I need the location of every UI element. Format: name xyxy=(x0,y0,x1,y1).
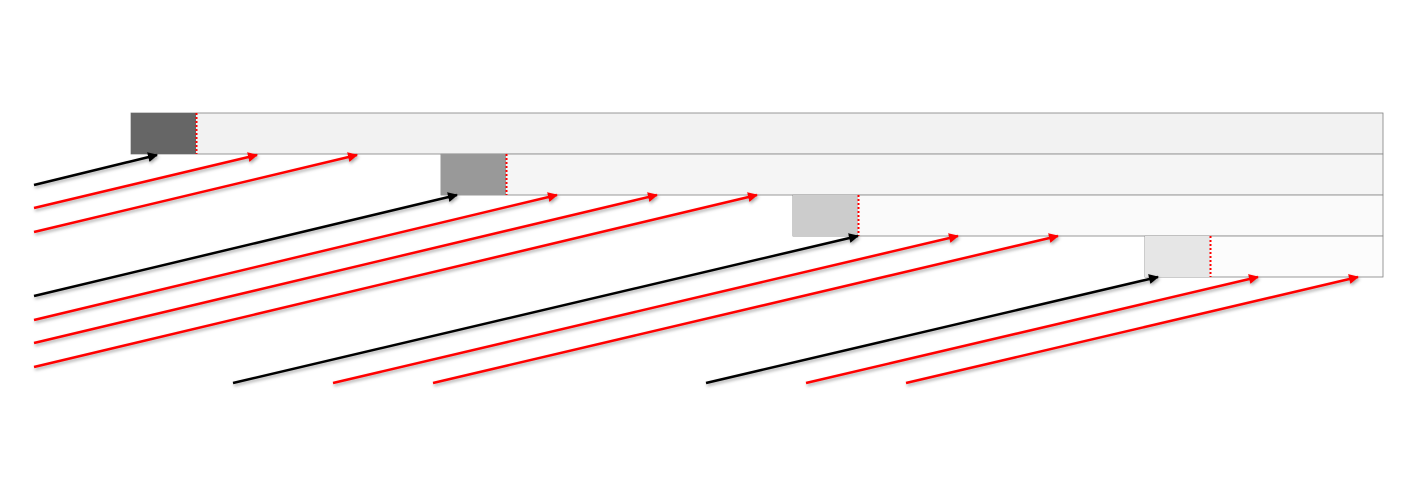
arrow-black-2 xyxy=(33,192,458,298)
shaded-blocks xyxy=(131,113,1210,277)
arrow-red-3a xyxy=(332,233,959,385)
arrow-black-3 xyxy=(232,233,859,385)
block-3 xyxy=(793,195,858,236)
arrow-red-3b xyxy=(432,233,1059,385)
arrow-red-1b xyxy=(33,152,358,234)
arrow-red-2a xyxy=(33,192,558,322)
arrow-black-1 xyxy=(33,152,158,187)
block-4 xyxy=(1145,236,1210,277)
row-bar-2 xyxy=(440,153,1384,196)
arrow-red-4a xyxy=(805,274,1259,385)
arrow-red-1a xyxy=(33,152,258,210)
dividers xyxy=(195,113,1212,277)
arrow-black-4 xyxy=(705,274,1159,385)
arrow-red-2b xyxy=(33,192,658,345)
block-2 xyxy=(441,154,506,195)
arrow-red-4b xyxy=(905,274,1359,385)
arrow-red-2c xyxy=(33,192,758,369)
row-bar-1 xyxy=(130,112,1384,155)
block-1 xyxy=(131,113,196,154)
arrows xyxy=(33,152,1359,385)
row-bar-3 xyxy=(792,194,1384,237)
